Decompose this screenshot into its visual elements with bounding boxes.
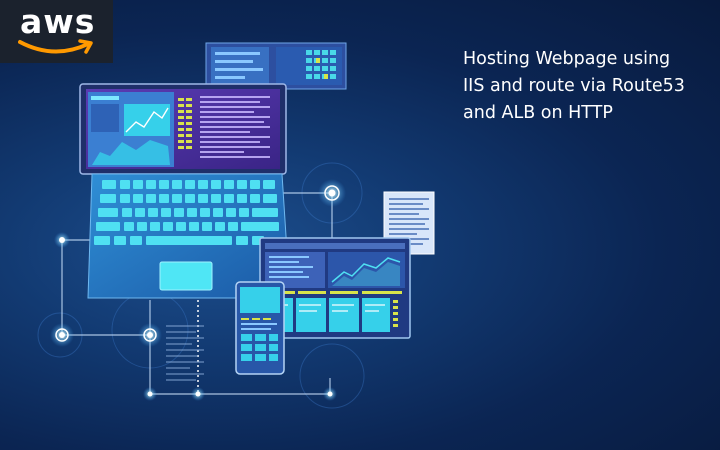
- aws-logo: aws: [0, 0, 113, 63]
- smile-arrow-icon: [18, 39, 93, 54]
- laptop-icon: [79, 83, 291, 299]
- data-bars: [166, 325, 204, 381]
- headline-line-1: Hosting Webpage using: [463, 49, 671, 69]
- phone-icon: [235, 281, 285, 375]
- top-floating-panel: [205, 42, 347, 90]
- headline-line-3: and ALB on HTTP: [463, 103, 613, 123]
- headline-line-2: IIS and route via Route53: [463, 76, 685, 96]
- headline: Hosting Webpage using IIS and route via …: [463, 46, 713, 127]
- touchpad: [159, 261, 213, 291]
- logo-text: aws: [20, 2, 96, 41]
- keyboard-keys: [94, 180, 279, 245]
- network-node-icon: [50, 179, 346, 401]
